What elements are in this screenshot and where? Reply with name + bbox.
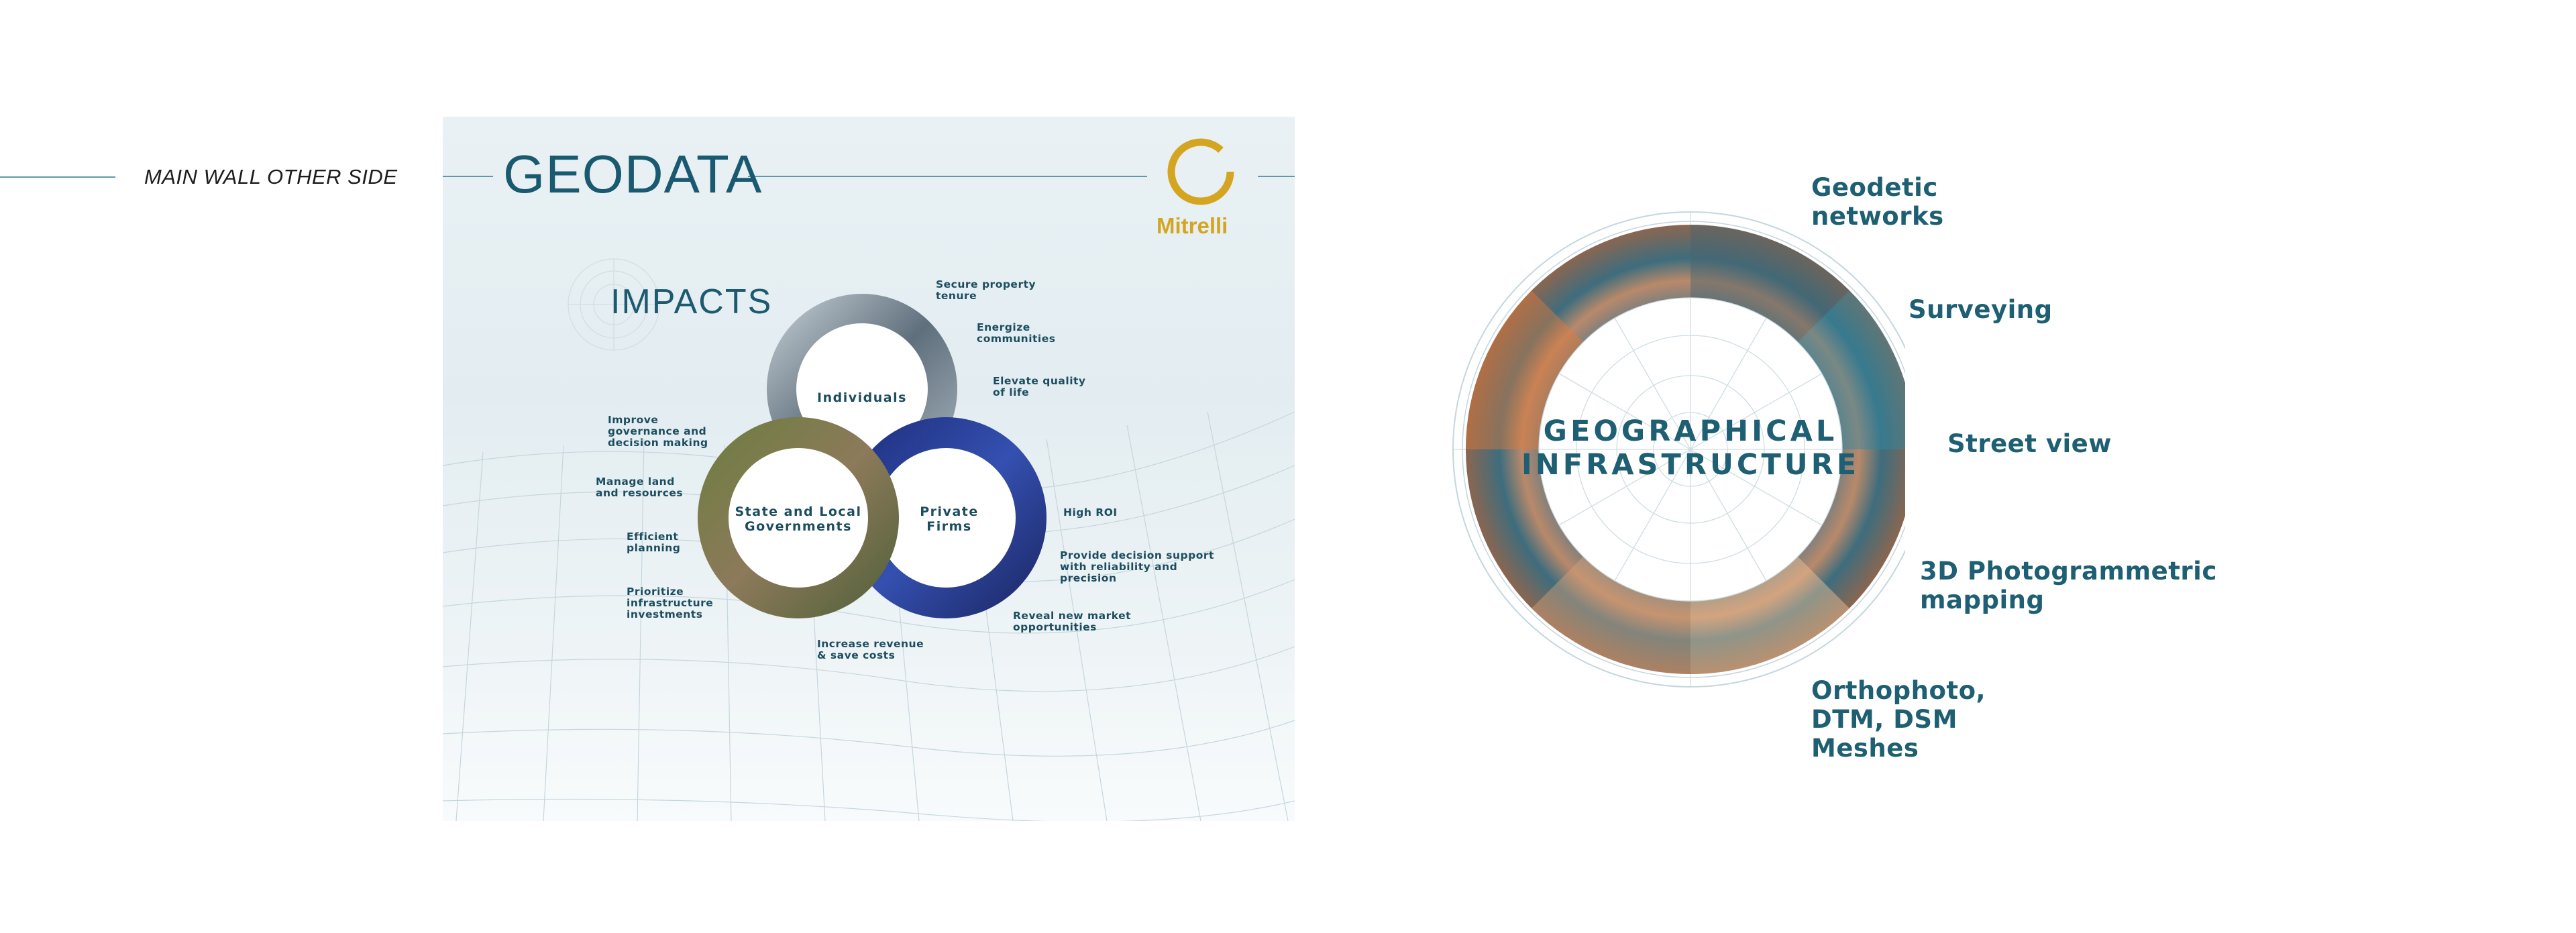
impact-item: Provide decision support with reliabilit… — [1060, 549, 1214, 584]
circle-label-individuals: Individuals — [817, 390, 907, 405]
geo-center-title: GEOGRAPHICAL INFRASTRUCTURE — [1521, 415, 1860, 482]
circle-label-governments: State and Local Governments — [735, 504, 862, 534]
geodata-panel: GEODATA Mitrelli IMPACTS Individuals Sta… — [443, 117, 1295, 821]
impacts-title: IMPACTS — [610, 282, 773, 321]
geo-item-3d-photogrammetric: 3D Photogrammetric mapping — [1920, 557, 2217, 614]
circle-firms — [845, 417, 1046, 618]
impact-item: Reveal new market opportunities — [1013, 610, 1132, 633]
impact-item: Improve governance and decision making — [608, 414, 708, 449]
impact-item: Manage land and resources — [596, 476, 684, 499]
compass-watermark-icon — [568, 258, 660, 351]
wall-divider-line — [0, 176, 115, 178]
impact-item: High ROI — [1063, 506, 1118, 518]
circle-governments — [698, 417, 899, 618]
mitrelli-logo-icon — [1167, 138, 1234, 205]
impact-item: Prioritize infrastructure investments — [627, 586, 714, 620]
panel-graphics — [443, 138, 1295, 821]
impact-item: Efficient planning — [627, 531, 681, 554]
geo-item-orthophoto: Orthophoto, DTM, DSM Meshes — [1811, 676, 1986, 763]
impact-item: Secure property tenure — [936, 278, 1036, 302]
geo-item-surveying: Surveying — [1909, 295, 2053, 324]
geo-item-geodetic: Geodetic networks — [1811, 173, 1944, 231]
circle-label-firms: Private Firms — [920, 504, 979, 534]
geo-infrastructure-graphic — [1452, 211, 1905, 688]
mitrelli-brand: Mitrelli — [1157, 213, 1228, 238]
wall-label: MAIN WALL OTHER SIDE — [144, 165, 398, 188]
impact-item: Elevate quality of life — [993, 375, 1086, 398]
impact-item-shared: Increase revenue & save costs — [817, 638, 924, 661]
geo-item-street-view: Street view — [1947, 429, 2112, 458]
impact-item: Energize communities — [977, 321, 1056, 345]
geodata-title: GEODATA — [503, 144, 763, 204]
